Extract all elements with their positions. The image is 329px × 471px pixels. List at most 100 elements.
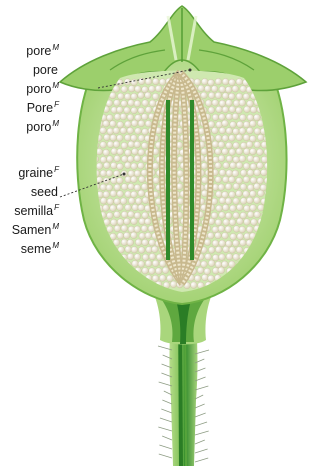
seed [138,149,145,156]
seed [120,282,127,289]
seed [226,170,233,177]
seed [110,121,117,128]
seed [233,128,240,135]
seed [208,275,215,282]
seed [106,184,113,191]
seed [194,79,201,86]
seed [237,204,244,211]
seed [251,274,258,281]
seed [223,246,230,253]
seed [215,219,222,226]
seed [212,100,219,107]
seed [230,121,237,128]
seed [233,156,240,163]
seed [100,142,107,149]
seed [219,100,226,107]
seed [236,107,243,114]
seed [111,275,118,282]
seed [239,155,246,162]
pore-label-group: poreM pore poroM PoreF poroM [26,40,59,135]
seed [212,114,219,121]
seed [107,156,114,163]
seed [114,114,121,121]
seed [138,107,145,114]
seed [244,106,251,113]
seed-term: semeM [12,238,59,257]
seed [132,204,139,211]
seed [100,127,107,134]
seed [243,93,250,100]
pore-term: poreM [26,40,59,59]
seed [117,204,124,211]
seed [250,191,257,198]
seed [135,198,142,205]
seed [219,240,226,247]
seed [142,86,149,93]
seed [230,233,237,240]
seed [201,261,208,268]
seed [204,86,211,93]
pore-term: poroM [26,116,59,135]
stem-hair [195,413,206,417]
seed [152,163,159,170]
seed [153,78,160,85]
seed [226,142,233,149]
seed [243,163,250,170]
seed [103,191,110,198]
seed [250,135,257,142]
seed [128,100,135,107]
seed [100,281,107,288]
seed [128,85,135,92]
seed [134,170,141,177]
seed [104,162,111,169]
seed [218,267,225,274]
seed [218,225,225,232]
seed [100,184,107,191]
seed [197,267,204,274]
seed [128,141,135,148]
seed [125,204,132,211]
seed-term: SamenM [12,219,59,238]
seed [226,253,233,260]
seed-label-group: graineF seed semillaF SamenM semeM [12,162,59,257]
seed [253,156,260,163]
seed [138,190,145,197]
seed [131,93,138,100]
seed [113,170,120,177]
seed [111,162,118,169]
seed [202,78,209,85]
seed [225,212,232,219]
seed [233,183,240,190]
seed [240,114,247,121]
seed [120,113,127,120]
seed [222,191,229,198]
seed [127,239,134,246]
seed [222,232,229,239]
seed [117,219,124,226]
seed [131,246,138,253]
stem-hair [195,404,205,408]
seed [225,183,232,190]
seed [194,275,201,282]
seed [225,226,232,233]
seed [254,267,261,274]
seed-term: graineF [12,162,59,181]
seed [125,121,132,128]
seed [212,141,219,148]
seed [222,93,229,100]
seed [229,149,236,156]
seed [138,204,145,211]
seed [152,260,159,267]
seed [114,225,121,232]
seed [261,268,268,275]
seed [250,148,257,155]
seed [247,184,254,191]
seed [117,107,124,114]
seed [208,260,215,267]
seed [229,219,236,226]
seed [215,92,222,99]
seed [104,134,111,141]
seed-leader-dot [123,173,126,176]
seed [219,254,226,261]
seed [162,267,169,274]
